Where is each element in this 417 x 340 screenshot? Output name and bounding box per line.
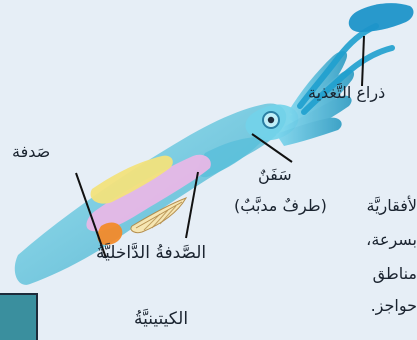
side-text-line-3: مناطق	[373, 266, 417, 282]
label-fin: سَفَنٌ	[258, 166, 292, 184]
feeding-arm-club	[349, 3, 414, 32]
corner-panel	[0, 293, 38, 340]
label-inner-shell: الصَّدفةُ الدَّاخليَّةُ	[96, 244, 206, 263]
side-text-line-2: بسرعة،	[366, 232, 417, 248]
label-chitin: الكيتينيَّةُ	[134, 310, 188, 329]
side-text-line-1: لأفقاريَّة	[367, 198, 417, 214]
leader-feeding-arm	[362, 36, 364, 86]
label-fin-note: (طرفٌ مدبَّبٌ)	[234, 197, 327, 215]
label-shell: صَدفة	[12, 143, 50, 161]
side-text-line-4: حواجز.	[371, 298, 417, 314]
label-feeding-arm: ذراع التَّغذية	[308, 84, 385, 102]
